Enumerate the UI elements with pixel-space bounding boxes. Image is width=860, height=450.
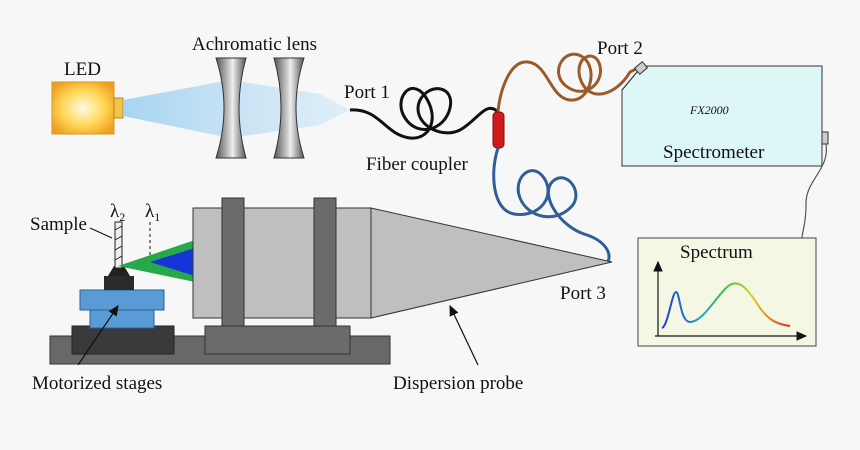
lens-label: Achromatic lens — [192, 34, 317, 55]
stage-base — [71, 325, 175, 355]
fiber-brown — [496, 52, 643, 113]
stage-lower — [89, 307, 155, 329]
probe-clamp-left — [221, 197, 245, 327]
probe-label: Dispersion probe — [393, 373, 523, 394]
sample-hatch — [114, 235, 123, 241]
port1-label: Port 1 — [344, 82, 390, 103]
spectrometer-label: Spectrometer — [663, 142, 765, 163]
spectrometer-cable — [801, 143, 827, 239]
spectrum-panel — [637, 237, 817, 347]
fiber-blue — [492, 147, 611, 263]
led-connector — [113, 97, 124, 119]
spectrometer-port2 — [633, 61, 649, 75]
sample-holder — [104, 276, 134, 290]
spectrometer-model: FX2000 — [689, 103, 729, 117]
spectrum-label: Spectrum — [680, 242, 753, 263]
probe-clamp-right — [313, 197, 337, 327]
lambda1-symbol: λ1 — [145, 201, 160, 224]
coupler-label: Fiber coupler — [366, 154, 469, 175]
probe-cone — [370, 207, 613, 319]
port2-label: Port 2 — [597, 38, 643, 59]
sample-hatch — [114, 255, 123, 261]
achromatic-lens — [215, 57, 305, 159]
stage-upper — [79, 289, 165, 311]
sample — [114, 221, 123, 269]
led-label: LED — [64, 59, 101, 80]
spectrum-curve — [661, 282, 791, 329]
sample-label: Sample — [30, 214, 87, 235]
probe-body — [192, 207, 372, 319]
sample-mount — [108, 266, 130, 276]
stages-pointer — [77, 305, 119, 366]
fiber-coupler — [492, 111, 505, 149]
probe-pointer — [449, 304, 479, 366]
port3-label: Port 3 — [560, 283, 606, 304]
lambda2-symbol: λ2 — [110, 201, 125, 224]
sample-hatch — [114, 245, 123, 251]
stages-label: Motorized stages — [32, 373, 162, 394]
sample-pointer — [89, 227, 113, 239]
fiber-black — [349, 87, 500, 140]
probe-mount-base — [204, 325, 351, 355]
spectrometer-port-right — [821, 131, 829, 145]
led-body — [51, 81, 115, 135]
sample-hatch — [114, 225, 123, 231]
beam-blue — [150, 248, 195, 276]
